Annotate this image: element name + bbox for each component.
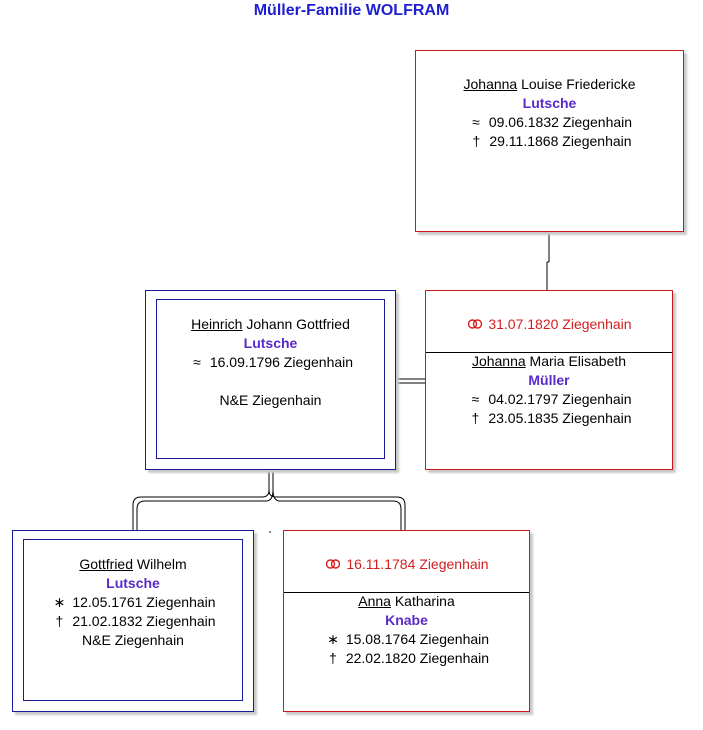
separator-line	[284, 592, 529, 593]
person-surname: Lutsche	[522, 95, 577, 111]
person-surname: Lutsche	[243, 335, 298, 351]
person-name: Gottfried Wilhelm	[79, 556, 187, 572]
person-name: Johanna Maria Elisabeth	[471, 353, 627, 369]
person-surname: Müller	[528, 372, 570, 388]
person-surname: Lutsche	[106, 575, 160, 591]
death-event: † 21.02.1832 Ziegenhain	[13, 612, 253, 631]
marriage-event: 31.07.1820 Ziegenhain	[426, 315, 672, 334]
separator-line	[426, 352, 672, 353]
death-event: † 23.05.1835 Ziegenhain	[426, 409, 672, 428]
birth-icon: ∗	[53, 594, 66, 610]
person-surname: Knabe	[385, 612, 428, 628]
birth-event: ∗ 15.08.1764 Ziegenhain	[284, 630, 529, 649]
person-name: Johanna Louise Friedericke	[463, 76, 636, 92]
death-event: † 22.02.1820 Ziegenhain	[284, 649, 529, 668]
person-name: Heinrich Johann Gottfried	[191, 316, 350, 332]
person-card-heinrich-johann[interactable]: Heinrich Johann Gottfried Lutsche ≈ 16.0…	[145, 290, 396, 470]
death-event: † 29.11.1868 Ziegenhain	[416, 132, 683, 151]
person-card-anna-katharina[interactable]: 16.11.1784 Ziegenhain Anna Katharina Kna…	[283, 530, 530, 712]
baptism-event: ≈ 09.06.1832 Ziegenhain	[416, 113, 683, 132]
person-note: N&E Ziegenhain	[219, 392, 322, 408]
birth-event: ∗ 12.05.1761 Ziegenhain	[13, 593, 253, 612]
death-icon: †	[471, 410, 480, 426]
person-card-gottfried-wilhelm[interactable]: Gottfried Wilhelm Lutsche ∗ 12.05.1761 Z…	[12, 530, 254, 712]
baptism-event: ≈ 16.09.1796 Ziegenhain	[146, 353, 395, 372]
person-card-johanna-louise[interactable]: Johanna Louise Friedericke Lutsche ≈ 09.…	[415, 50, 684, 232]
page-title: Müller-Familie WOLFRAM	[253, 2, 450, 19]
birth-icon: ∗	[327, 631, 339, 647]
death-icon: †	[329, 650, 337, 666]
baptism-icon: ≈	[471, 391, 480, 407]
person-note: N&E Ziegenhain	[82, 632, 184, 648]
baptism-icon: ≈	[472, 114, 480, 130]
person-card-johanna-maria[interactable]: 31.07.1820 Ziegenhain Johanna Maria Elis…	[425, 290, 673, 470]
marriage-event: 16.11.1784 Ziegenhain	[284, 555, 529, 574]
marriage-rings-icon	[466, 315, 484, 334]
marriage-rings-icon	[324, 555, 342, 574]
death-icon: †	[472, 133, 481, 149]
death-icon: †	[55, 613, 64, 629]
person-name: Anna Katharina	[358, 593, 455, 609]
baptism-event: ≈ 04.02.1797 Ziegenhain	[426, 390, 672, 409]
baptism-icon: ≈	[193, 354, 201, 370]
